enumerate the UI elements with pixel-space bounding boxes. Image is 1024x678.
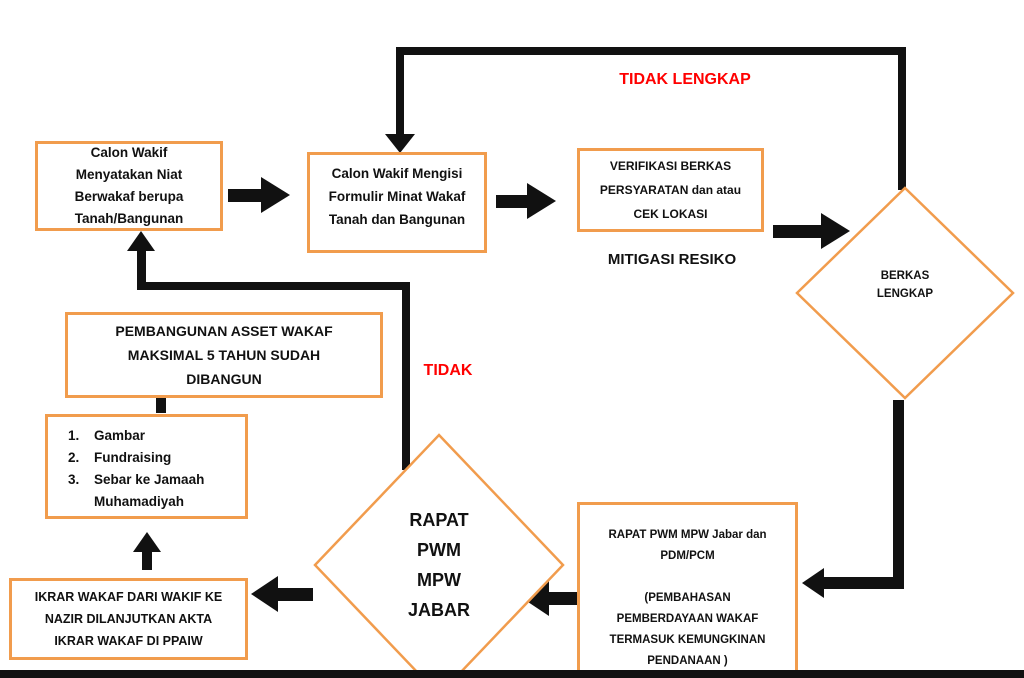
arrow-rapat-to-ikrar-shaft bbox=[277, 588, 313, 601]
arrow-formulir-to-verifikasi-head bbox=[527, 183, 556, 219]
list-item-text: Sebar ke Jamaah Muhamadiyah bbox=[94, 472, 205, 509]
arrow-tidak-lengkap-head-down bbox=[385, 134, 415, 153]
list-item-text: Fundraising bbox=[94, 450, 172, 465]
arrow-tidak-lengkap-vertical-right bbox=[898, 50, 906, 190]
arrow-ikrar-to-list-shaft bbox=[142, 550, 152, 570]
node-formulir-text: Calon Wakif Mengisi Formulir Minat Wakaf… bbox=[328, 166, 466, 227]
list-item-text: Gambar bbox=[94, 428, 146, 443]
arrow-tidak-lengkap-vertical-left bbox=[396, 47, 404, 137]
list-item: 1. Gambar bbox=[68, 425, 204, 447]
list-item-number: 1. bbox=[68, 428, 80, 443]
decision-rapat-pwm-shape bbox=[313, 433, 565, 678]
node-verifikasi-text: VERIFIKASI BERKAS PERSYARATAN dan atau C… bbox=[599, 159, 742, 221]
decision-rapat-pwm: RAPAT PWM MPW JABAR bbox=[313, 433, 565, 678]
arrow-list-to-pembangunan-shaft bbox=[156, 395, 166, 413]
label-mitigasi-resiko: MITIGASI RESIKO bbox=[607, 251, 737, 268]
node-ikrar-text: IKRAR WAKAF DARI WAKIF KE NAZIR DILANJUT… bbox=[34, 590, 223, 648]
label-tidak: TIDAK bbox=[423, 362, 473, 379]
list-item: 3. Sebar ke Jamaah Muhamadiyah bbox=[68, 469, 204, 513]
arrow-berkas-to-pdm-vertical bbox=[893, 400, 904, 582]
node-formulir: Calon Wakif Mengisi Formulir Minat Wakaf… bbox=[307, 152, 487, 253]
arrow-niat-to-formulir-shaft bbox=[228, 189, 261, 202]
arrow-formulir-to-verifikasi-shaft bbox=[496, 195, 527, 208]
list-item-number: 3. bbox=[68, 472, 80, 487]
arrow-rapat-to-ikrar-head bbox=[251, 576, 278, 612]
arrow-tidak-head-up bbox=[127, 231, 155, 251]
node-calon-wakif-niat: Calon Wakif Menyatakan Niat Berwakaf ber… bbox=[35, 141, 223, 231]
arrow-tidak-vertical bbox=[402, 284, 410, 470]
node-pembangunan-text: PEMBANGUNAN ASSET WAKAF MAKSIMAL 5 TAHUN… bbox=[115, 323, 333, 387]
arrow-verifikasi-to-berkas-head bbox=[821, 213, 850, 249]
decision-rapat-pwm-text: RAPAT PWM MPW JABAR bbox=[407, 510, 470, 620]
node-persiapan-list: 1. Gambar 2. Fundraising 3. Sebar ke Jam… bbox=[45, 414, 248, 519]
bottom-border-line bbox=[0, 670, 1024, 678]
arrow-berkas-to-pdm-horizontal bbox=[822, 577, 904, 589]
arrow-verifikasi-to-berkas-shaft bbox=[773, 225, 821, 238]
arrow-berkas-to-pdm-head-left bbox=[802, 568, 824, 598]
node-rapat-pdm-text: RAPAT PWM MPW Jabar dan PDM/PCM (PEMBAHA… bbox=[608, 529, 767, 667]
arrow-niat-to-formulir-head bbox=[261, 177, 290, 213]
node-pembangunan: PEMBANGUNAN ASSET WAKAF MAKSIMAL 5 TAHUN… bbox=[65, 312, 383, 398]
decision-berkas-lengkap-shape bbox=[795, 186, 1015, 400]
node-rapat-pdm: RAPAT PWM MPW Jabar dan PDM/PCM (PEMBAHA… bbox=[577, 502, 798, 678]
arrow-tidak-shaft-up bbox=[137, 250, 146, 284]
list-item-number: 2. bbox=[68, 450, 80, 465]
arrow-ikrar-to-list-head bbox=[133, 532, 161, 552]
decision-berkas-lengkap-text: BERKAS LENGKAP bbox=[876, 270, 934, 300]
node-ikrar: IKRAR WAKAF DARI WAKIF KE NAZIR DILANJUT… bbox=[9, 578, 248, 660]
list-item: 2. Fundraising bbox=[68, 447, 204, 469]
arrow-tidak-horizontal bbox=[137, 282, 410, 290]
node-calon-wakif-niat-text: Calon Wakif Menyatakan Niat Berwakaf ber… bbox=[74, 145, 184, 226]
label-tidak-lengkap: TIDAK LENGKAP bbox=[619, 71, 751, 88]
arrow-pdm-to-rapat-shaft bbox=[548, 592, 585, 605]
node-verifikasi: VERIFIKASI BERKAS PERSYARATAN dan atau C… bbox=[577, 148, 764, 232]
arrow-tidak-lengkap-horizontal bbox=[396, 47, 906, 55]
decision-berkas-lengkap: BERKAS LENGKAP bbox=[795, 186, 1015, 400]
